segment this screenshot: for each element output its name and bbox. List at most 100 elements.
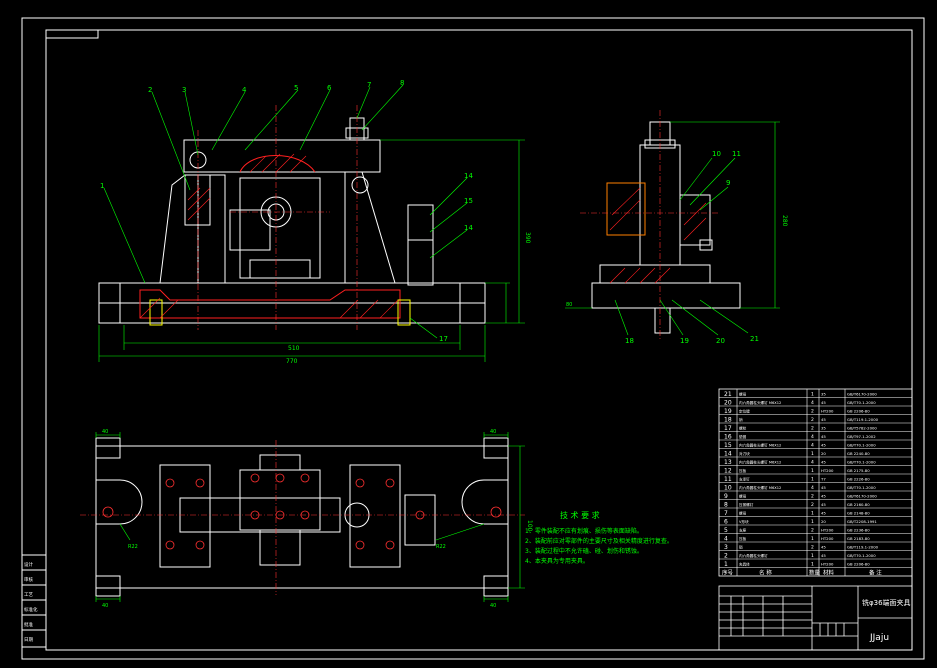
bom-no: 20	[724, 400, 732, 407]
bom-qty: 1	[811, 562, 814, 568]
bom-std: GB 2206-80	[847, 562, 870, 567]
front-dimensions	[98, 139, 525, 362]
bom-no: 18	[724, 417, 732, 424]
bom-header-cell: 数量	[809, 569, 821, 577]
front-balloon-17: 17	[439, 335, 448, 343]
bom-std: GB 2148-80	[847, 511, 870, 516]
bom-std: GB 2226-80	[847, 477, 870, 482]
side-centerlines	[580, 110, 720, 340]
bom-name: 压板	[739, 468, 747, 473]
front-hatching	[139, 153, 399, 319]
bom-header-cell: 材料	[823, 569, 835, 577]
bom-no: 11	[724, 476, 732, 483]
bom-no: 15	[724, 442, 732, 449]
bom-no: 9	[724, 493, 728, 500]
side-balloon-9: 9	[726, 179, 730, 187]
side-strip-box	[21, 554, 47, 648]
front-balloon-6: 6	[327, 84, 332, 92]
bom-no: 21	[724, 391, 732, 398]
bom-qty: 4	[811, 443, 814, 449]
bom-mat: 45	[821, 443, 826, 448]
bom-mat: 45	[821, 434, 826, 439]
bom-qty: 1	[811, 536, 814, 542]
bom-std: GB/T2208-1991	[847, 519, 877, 524]
bom-no: 12	[724, 468, 732, 475]
plan-left-support	[159, 464, 211, 568]
bom-name: 螺母	[739, 392, 747, 397]
side-strip-label: 设计	[24, 561, 33, 568]
front-centerlines	[197, 105, 358, 330]
bom-qty: 1	[811, 468, 814, 474]
bom-mat: 45	[821, 417, 826, 422]
bom-mat: 45	[821, 400, 826, 405]
bom-std: GB/T70.1-2000	[847, 460, 876, 465]
bom-qty: 4	[811, 485, 814, 491]
right-bottom-bolt	[397, 299, 411, 326]
bom-qty: 4	[811, 434, 814, 440]
bom-qty: 2	[811, 528, 814, 534]
side-strip-label: 批准	[24, 621, 33, 628]
bom-no: 4	[724, 536, 728, 543]
bom-std: GB/T70.1-2000	[847, 553, 876, 558]
bom-no: 14	[724, 451, 732, 458]
bom-std: GB/T97.1-2002	[847, 434, 876, 439]
bom-std: GB/T119.1-2000	[847, 417, 879, 422]
bom-name: V形块	[739, 519, 749, 524]
left-post	[184, 174, 211, 226]
bom-mat: 45	[821, 460, 826, 465]
bom-name: 压紧螺钉	[739, 502, 754, 507]
bom-mat: 45	[821, 545, 826, 550]
bom-mat: 45	[821, 553, 826, 558]
plan-dimensions	[95, 432, 525, 602]
bom-mat: 45	[821, 511, 826, 516]
bom-std: GB 2206-80	[847, 409, 870, 414]
front-view	[98, 117, 486, 326]
bom-mat: 35	[821, 392, 826, 397]
side-key	[654, 307, 671, 334]
tech-req-item: 4、本夹具为专用夹具。	[525, 557, 589, 565]
top-bar	[183, 139, 381, 173]
bom-name: 内六角圆柱头螺钉 M6X12	[739, 443, 781, 448]
bom-qty: 2	[811, 494, 814, 500]
bom-name: 螺母	[739, 511, 747, 516]
front-leaders	[103, 84, 468, 339]
plan-centerlines	[80, 440, 525, 595]
bom-mat: 20	[821, 451, 826, 456]
bom-no: 10	[724, 485, 732, 492]
front-balloon-1: 1	[100, 182, 104, 190]
bom-name: 支承钉	[739, 477, 750, 482]
tech-req-item: 3、装配过程中不允许磕、碰、划伤和锈蚀。	[525, 547, 643, 555]
bom-std: GB 2183-80	[847, 536, 870, 541]
front-balloon-15: 15	[464, 197, 473, 205]
corner-label-box	[45, 29, 99, 39]
bom-qty: 2	[811, 545, 814, 551]
title-code: JJaju	[869, 633, 889, 643]
side-dimensions	[565, 121, 780, 309]
bom-std: GB 2236-80	[847, 528, 870, 533]
bom-no: 7	[724, 510, 728, 517]
bom-std: GB/T70.1-2000	[847, 400, 876, 405]
side-hatching	[609, 187, 707, 284]
plan-right-support	[349, 464, 401, 568]
bom-name: 垫圈	[739, 434, 747, 439]
bom-name: 定位键	[739, 409, 750, 414]
bom-header-cell: 名 称	[759, 569, 772, 577]
dim-side-left: 80	[566, 302, 572, 308]
bom-name: 内六角圆柱头螺钉 M6X12	[739, 400, 781, 405]
bom-qty: 1	[811, 451, 814, 457]
bom-qty: 2	[811, 502, 814, 508]
bom-name: 对刀块	[739, 451, 750, 456]
tech-req-title: 技 术 要 求	[560, 510, 600, 520]
inner-border	[45, 29, 913, 651]
bom-no: 6	[724, 519, 728, 526]
